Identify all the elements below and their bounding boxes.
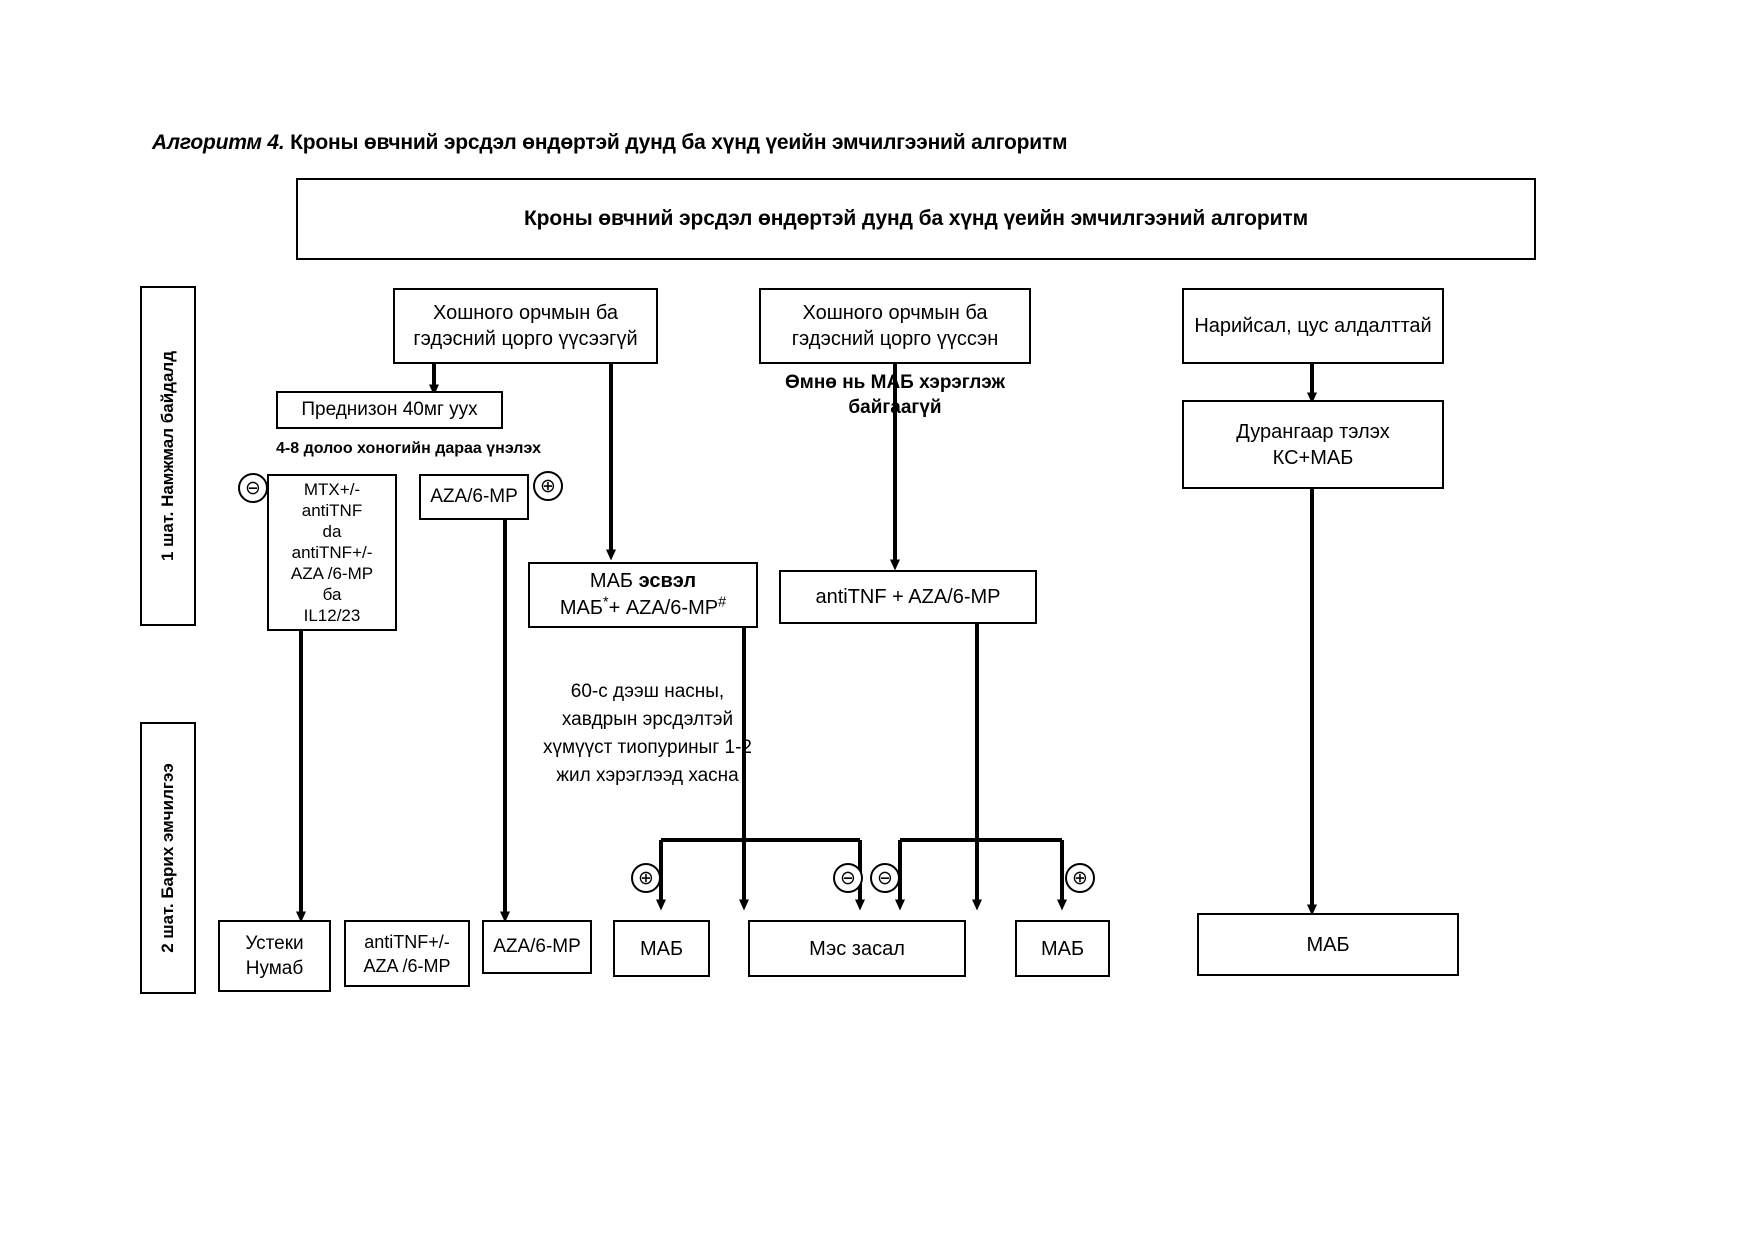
mab-or-word-esvel: эсвэл bbox=[638, 570, 697, 592]
box-aza-6mp-top: AZA/6-MP bbox=[419, 474, 529, 520]
box-surgery: Мэс засал bbox=[748, 920, 966, 977]
note-prior-mab: Өмнө нь МАБ хэрэглэж байгаагүй bbox=[785, 372, 1005, 418]
box-mab-bottom-2: МАБ bbox=[1015, 920, 1110, 977]
box-no-fistula: Хошного орчмын ба гэдэсний цорго үүсээгү… bbox=[393, 288, 658, 364]
caption-text: Кроны өвчний эрсдэл өндөртэй дунд ба хүн… bbox=[290, 131, 1068, 154]
badge-minus-mtx: ⊖ bbox=[238, 473, 268, 503]
title-box: Кроны өвчний эрсдэл өндөртэй дунд ба хүн… bbox=[296, 178, 1536, 260]
box-aza-6mp-bottom: AZA/6-MP bbox=[482, 920, 592, 974]
box-mab-right: МАБ bbox=[1197, 913, 1459, 976]
box-mab-bottom-1: МАБ bbox=[613, 920, 710, 977]
stage-2-label: 2 шат. Барих эмчилгээ bbox=[158, 763, 177, 953]
antitnf-bottom-line-1: antiTNF+/- bbox=[364, 931, 450, 952]
mtx-line-7: IL12/23 bbox=[303, 606, 361, 625]
mab-or-line-2: МАБ*+ AZA/6-MP# bbox=[559, 594, 727, 619]
antitnf-bottom-line-2: AZA /6-MP bbox=[363, 955, 451, 976]
note-reassess: 4-8 долоо хоногийн дараа үнэлэх bbox=[276, 440, 541, 457]
mtx-line-1: MTX+/- bbox=[303, 480, 361, 499]
mab-or-line-1: МАБ эсвэл bbox=[590, 568, 696, 595]
badge-plus-left: ⊕ bbox=[631, 863, 661, 893]
endoscopy-line-2: КС+МАБ bbox=[1272, 446, 1354, 469]
box-antitnf-aza: antiTNF + AZA/6-MP bbox=[779, 570, 1037, 624]
caption-prefix: Алгоритм 4. bbox=[152, 131, 291, 154]
box-bleeding: Нарийсал, цус алдалттай bbox=[1182, 288, 1444, 364]
stage-2-label-box: 2 шат. Барих эмчилгээ bbox=[140, 722, 196, 994]
endoscopy-line-1: Дурангаар тэлэх bbox=[1236, 420, 1390, 443]
usteki-line-2: Нумаб bbox=[245, 958, 304, 979]
box-ustekinumab: Устеки Нумаб bbox=[218, 920, 331, 992]
usteki-line-1: Устеки bbox=[245, 933, 304, 954]
mtx-line-2: antiTNF bbox=[301, 501, 363, 520]
mtx-line-3: da bbox=[322, 522, 342, 541]
mtx-line-6: ба bbox=[322, 585, 342, 604]
mtx-line-4: antiTNF+/- bbox=[291, 543, 373, 562]
box-fistula: Хошного орчмын ба гэдэсний цорго үүссэн bbox=[759, 288, 1031, 364]
note-thiopurine: 60-с дээш насны, хавдрын эрсдэлтэй хүмүү… bbox=[543, 681, 752, 786]
badge-minus-mid-left: ⊖ bbox=[833, 863, 863, 893]
figure-caption: Алгоритм 4. Кроны өвчний эрсдэл өндөртэй… bbox=[152, 129, 1332, 157]
box-endoscopic-dilation: Дурангаар тэлэх КС+МАБ bbox=[1182, 400, 1444, 489]
box-prednisone: Преднизон 40мг уух bbox=[276, 391, 503, 429]
badge-minus-mid-right: ⊖ bbox=[870, 863, 900, 893]
mtx-line-5: AZA /6-MP bbox=[290, 564, 374, 583]
stage-1-label-box: 1 шат. Намжмал байдалд bbox=[140, 286, 196, 626]
mab-or-word-mab: МАБ bbox=[589, 570, 639, 592]
badge-plus-right: ⊕ bbox=[1065, 863, 1095, 893]
stage-1-label: 1 шат. Намжмал байдалд bbox=[158, 351, 177, 562]
box-mab-or-combo: МАБ эсвэл МАБ*+ AZA/6-MP# bbox=[528, 562, 758, 628]
badge-plus-aza: ⊕ bbox=[533, 471, 563, 501]
box-mtx-antitnf: MTX+/- antiTNF da antiTNF+/- AZA /6-MP б… bbox=[267, 474, 397, 631]
box-antitnf-aza-maintenance: antiTNF+/- AZA /6-MP bbox=[344, 920, 470, 987]
